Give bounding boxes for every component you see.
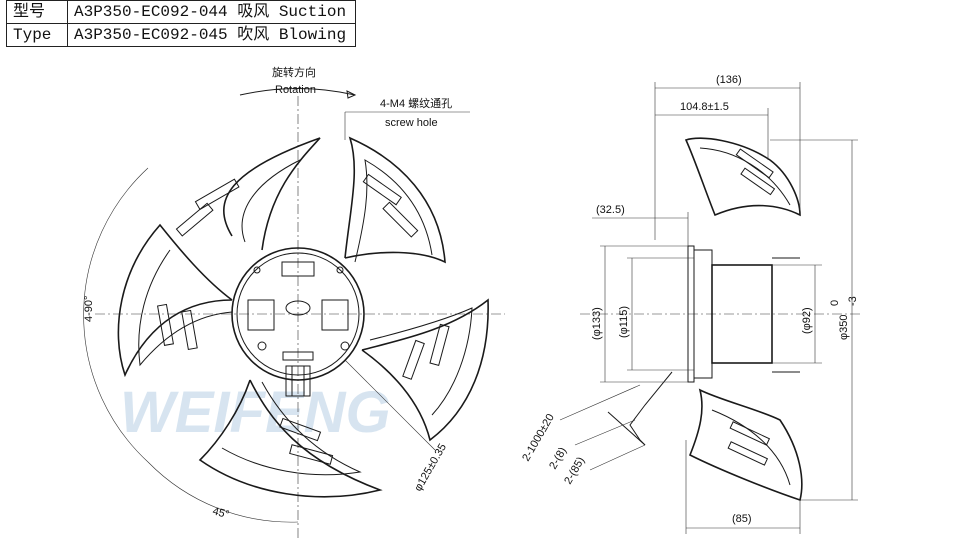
- slot: [289, 444, 334, 465]
- type-label-cn: 型号: [6, 0, 68, 24]
- vent-bottom: [282, 351, 314, 361]
- cable-path: [629, 371, 673, 446]
- slot: [279, 417, 322, 442]
- slot: [362, 173, 402, 206]
- blade-5-inner: [138, 249, 233, 367]
- model-blowing: A3P350-EC092-045 吹风 Blowing: [67, 23, 356, 47]
- vent-right: [321, 299, 349, 331]
- blade-profile-bottom-inner: [711, 409, 791, 486]
- slot: [740, 167, 776, 196]
- cable-dim-85: [589, 444, 646, 471]
- dia-92-label: (φ92): [801, 307, 813, 334]
- offset-32-label: (32.5): [596, 204, 625, 216]
- blade-2-inner: [354, 159, 433, 263]
- dia-133-label: (φ133): [591, 307, 603, 340]
- dia-115-label: (φ115): [618, 306, 630, 338]
- slot: [157, 303, 174, 346]
- rotation-label-cn: 旋转方向: [272, 65, 316, 79]
- slot: [382, 201, 419, 238]
- slot: [729, 421, 771, 446]
- rotation-arc: [239, 88, 356, 96]
- side-view: (136) 104.8±1.5 (32.5) (φ133) (φ115) (φ9…: [520, 74, 860, 534]
- motor-hub: [231, 247, 365, 397]
- blade-4: [198, 379, 383, 498]
- fan-blades: [117, 136, 489, 498]
- angle-4x90-label: 4-90°: [83, 296, 95, 322]
- blade-3: [361, 298, 489, 442]
- blade-1: [223, 137, 321, 251]
- dia-350-tol-lower: -3: [847, 296, 859, 306]
- strip-8-label: 2-(8): [547, 445, 569, 471]
- slot: [402, 339, 425, 380]
- angle-45-label: 45°: [211, 505, 230, 521]
- bottom-85-label: (85): [732, 513, 752, 525]
- dia-350-tol-upper: 0: [829, 300, 841, 306]
- hub-inner: [236, 252, 360, 376]
- screw-hole-label-cn: 4-M4 螺纹通孔: [380, 96, 452, 110]
- blade-profile-top: [684, 137, 801, 217]
- strip-85-label: 2-(85): [562, 455, 587, 486]
- slot: [175, 202, 214, 237]
- model-row-blowing: Type A3P350-EC092-045 吹风 Blowing: [6, 23, 356, 47]
- model-suction: A3P350-EC092-044 吸风 Suction: [67, 0, 356, 24]
- mount-plate: [687, 245, 695, 383]
- blade-3-inner: [369, 307, 473, 416]
- cable-dim-1000: [559, 384, 641, 421]
- hub-dia-leader: [344, 359, 436, 451]
- hub-diameter-label: φ125±0.35: [412, 442, 449, 494]
- logo-badge: [285, 300, 311, 316]
- model-table: 型号 A3P350-EC092-044 吸风 Suction Type A3P3…: [6, 0, 356, 47]
- screw-hole: [257, 341, 267, 351]
- angle-4x90-arc: [83, 167, 149, 463]
- slot: [194, 178, 240, 211]
- rotation-arrowhead: [346, 90, 357, 99]
- cable-gland: [285, 365, 311, 397]
- model-row-suction: 型号 A3P350-EC092-044 吸风 Suction: [6, 0, 356, 24]
- blade-1-inner: [241, 159, 301, 243]
- screw-hole: [336, 266, 344, 274]
- front-view: 旋转方向 Rotation 4-M4 螺纹通孔 screw hole 4-90°…: [83, 65, 505, 540]
- cable-end: [607, 411, 646, 446]
- screw-hole: [253, 266, 261, 274]
- blade-slots: [157, 173, 450, 465]
- cable-dim-8: [574, 419, 636, 446]
- rotation-label-en: Rotation: [275, 84, 316, 96]
- slot: [181, 309, 198, 350]
- hub-outer: [231, 247, 365, 381]
- dia-350-label: φ350: [838, 315, 850, 341]
- blade-2: [344, 136, 446, 264]
- slot: [735, 148, 774, 179]
- vent-top: [281, 261, 315, 277]
- depth-104-label: 104.8±1.5: [680, 101, 729, 113]
- screw-hole: [340, 341, 350, 351]
- slot: [429, 323, 450, 366]
- blade-4-inner: [221, 381, 362, 476]
- blade-5: [117, 223, 233, 378]
- vent-left: [247, 299, 275, 331]
- total-depth-label: (136): [716, 74, 742, 86]
- slot: [727, 441, 769, 466]
- cable-length-label: 2-1000±20: [520, 412, 557, 463]
- screw-hole-label-en: screw hole: [385, 117, 438, 129]
- blade-profile-bottom: [688, 388, 803, 502]
- angle-45-arc: [147, 461, 299, 523]
